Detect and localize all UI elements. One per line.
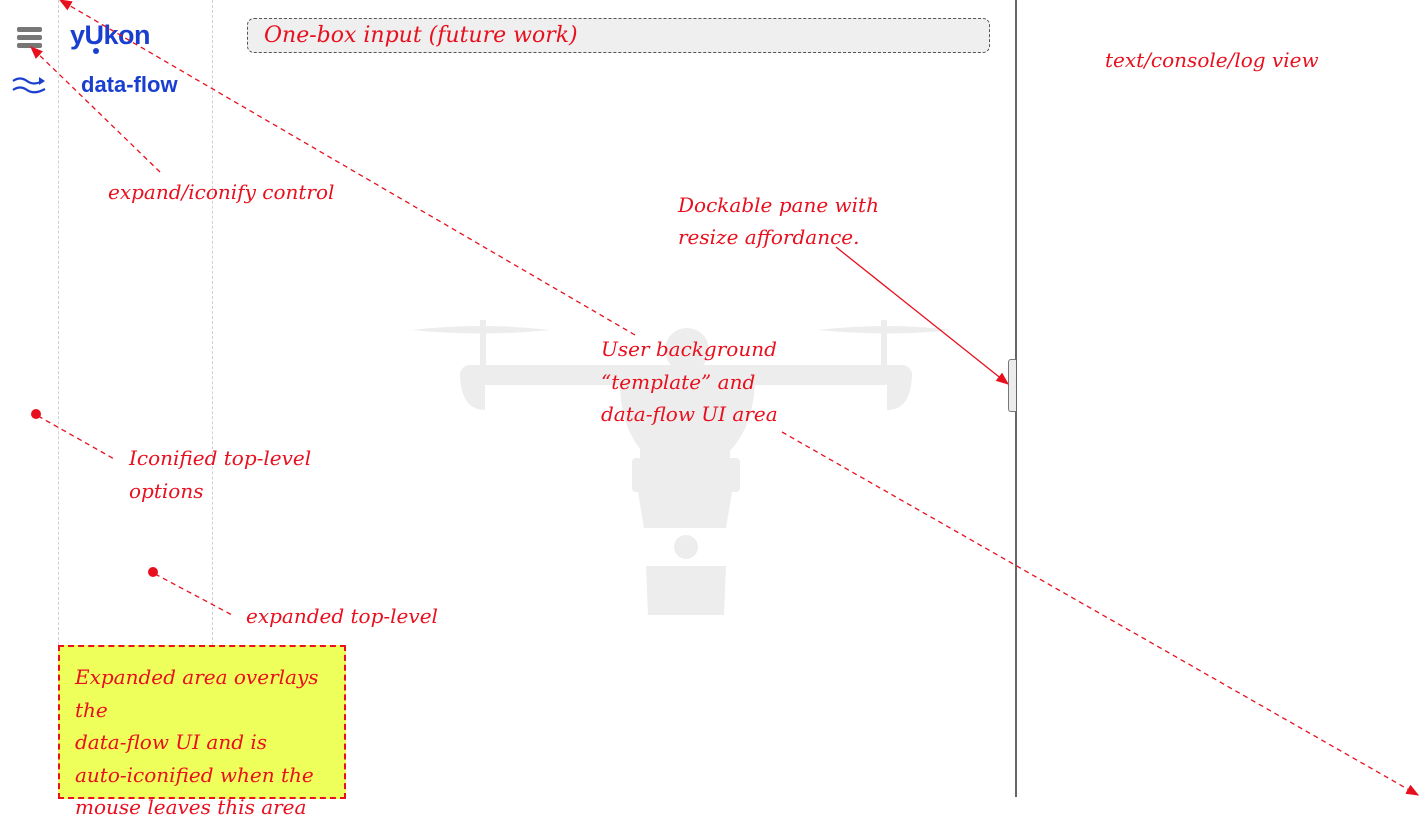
annotation-iconified-line-1: Iconified top-level xyxy=(129,446,312,470)
data-flow-icon[interactable] xyxy=(12,74,46,96)
console-pane-label: text/console/log view xyxy=(1105,48,1319,72)
annotation-iconified-line-2: options xyxy=(129,479,204,503)
connector-expand-control xyxy=(30,46,161,173)
expanded-options-dot xyxy=(148,567,158,577)
connector-iconified xyxy=(37,415,117,461)
connector-background-top xyxy=(58,0,636,336)
logo-dot xyxy=(93,48,99,54)
iconified-options-dot xyxy=(31,409,41,419)
annotation-connectors xyxy=(30,0,1420,796)
pane-divider[interactable] xyxy=(1015,0,1017,797)
connector-dockable-pane xyxy=(835,246,1010,385)
expanded-rail-guide xyxy=(212,0,213,645)
annotation-dockable-pane-line-2: resize affordance. xyxy=(678,225,860,249)
hamburger-menu-icon[interactable] xyxy=(17,27,42,51)
annotation-expand-control: expand/iconify control xyxy=(108,180,335,204)
annotation-background-line-1: User background xyxy=(601,337,777,361)
iconified-rail-guide xyxy=(58,0,59,645)
overlay-note-line-4: mouse leaves this area xyxy=(75,795,307,819)
overlay-note-line-1: Expanded area overlays the xyxy=(75,665,319,722)
pane-resize-handle[interactable] xyxy=(1008,359,1016,412)
annotation-background-line-3: data-flow UI area xyxy=(601,402,778,426)
one-box-placeholder: One-box input (future work) xyxy=(264,23,578,48)
overlay-note-line-2: data-flow UI and is xyxy=(75,730,268,754)
overlay-note-line-3: auto-iconified when the xyxy=(75,762,314,787)
annotation-expanded-top-level: expanded top-level xyxy=(246,604,438,628)
connector-expanded xyxy=(154,573,235,617)
drone-background-icon xyxy=(412,320,952,615)
connector-background-bottom xyxy=(781,431,1420,796)
annotation-dockable-pane-line-1: Dockable pane with xyxy=(678,193,879,217)
one-box-input[interactable]: One-box input (future work) xyxy=(247,18,990,53)
annotation-background-line-2: “template” and xyxy=(601,370,756,394)
data-flow-nav-label[interactable]: data-flow xyxy=(81,72,178,97)
